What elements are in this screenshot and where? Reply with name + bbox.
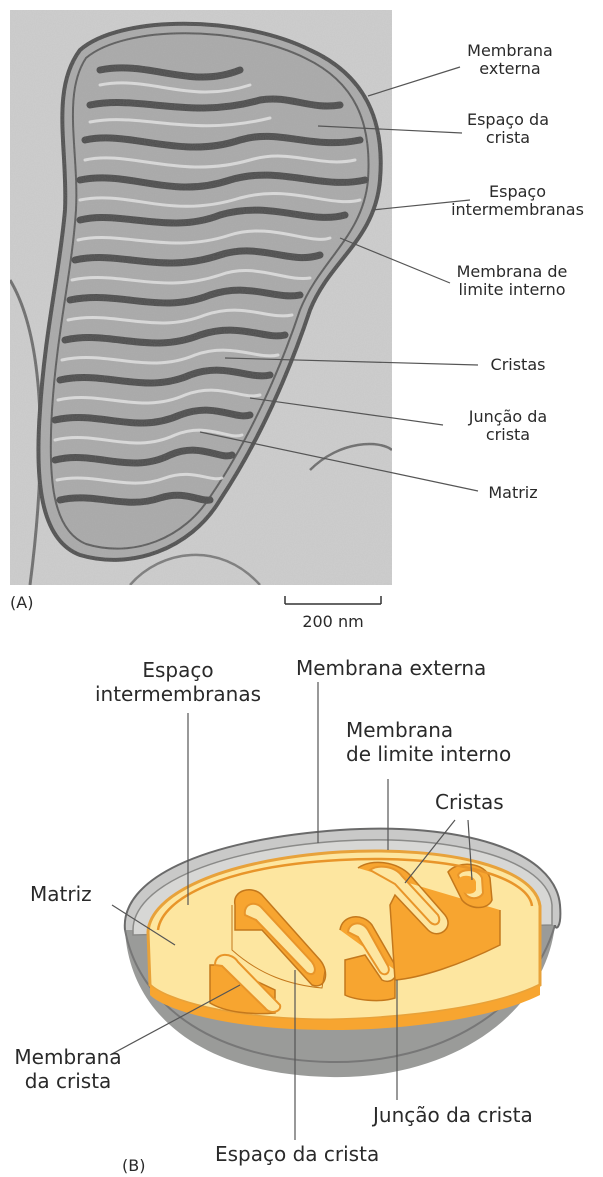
label-a-inner-boundary-membrane: Membrana delimite interno: [447, 263, 577, 299]
label-b-crista-membrane: Membranada crista: [8, 1045, 128, 1093]
panel-a-letter: (A): [10, 594, 33, 612]
label-b-outer-membrane: Membrana externa: [296, 656, 536, 680]
mitochondrion-schematic: [125, 829, 561, 1077]
scale-bar: [285, 596, 381, 604]
panel-b-letter: (B): [122, 1157, 145, 1175]
label-b-crista-junction: Junção da crista: [373, 1103, 573, 1127]
label-a-crista-junction: Junção dacrista: [458, 408, 558, 444]
label-b-inner-boundary-membrane: Membranade limite interno: [346, 718, 556, 766]
label-a-cristae: Cristas: [478, 356, 558, 374]
scale-bar-label: 200 nm: [285, 613, 381, 631]
label-a-intermembrane-space: Espaçointermembranas: [440, 183, 595, 219]
label-b-cristae: Cristas: [435, 790, 535, 814]
label-a-matrix: Matriz: [478, 484, 548, 502]
label-b-intermembrane-space: Espaçointermembranas: [78, 658, 278, 706]
label-a-outer-membrane: Membranaexterna: [455, 42, 565, 78]
label-b-matrix: Matriz: [30, 882, 130, 906]
label-a-crista-space: Espaço dacrista: [458, 111, 558, 147]
label-b-crista-space: Espaço da crista: [215, 1142, 415, 1166]
